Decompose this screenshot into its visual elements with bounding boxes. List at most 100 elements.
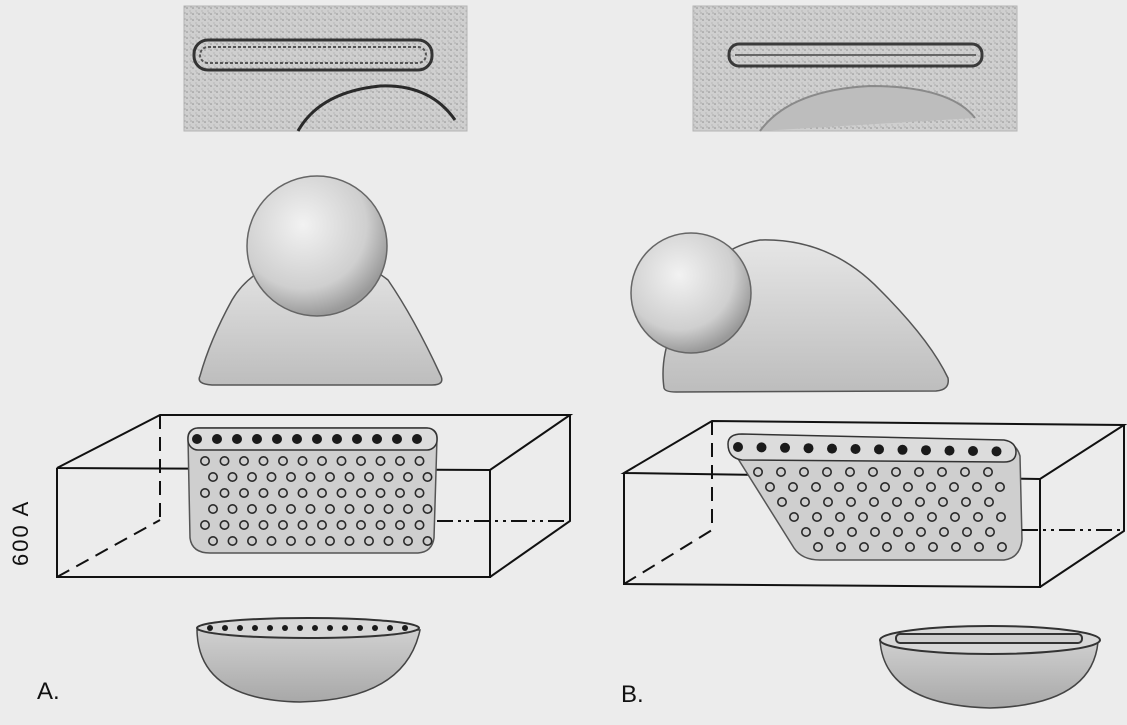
pore-dot [306,473,314,481]
pore-dot [248,537,256,545]
pore-dot [259,521,267,529]
panel-a-label: A. [37,680,60,704]
pore-dot [248,505,256,513]
pore-dot [404,537,412,545]
pore-dot [201,489,209,497]
pore-dot [423,537,431,545]
pore-dot [963,528,971,536]
pore-dot [404,473,412,481]
micrograph-b [693,6,1017,131]
pore-dot [893,498,901,506]
pore-dot [298,489,306,497]
pore-dot [917,528,925,536]
sphere-a [247,176,387,316]
pore-dot [874,444,884,454]
pore-dot [766,483,774,491]
pore-dot [824,498,832,506]
pore-dot [312,434,322,444]
pore-dot [904,483,912,491]
pore-dot [968,446,978,456]
pore-dot [846,468,854,476]
pore-dot [973,483,981,491]
pore-dot [813,513,821,521]
pore-dot [996,483,1004,491]
pore-dot [212,434,222,444]
pore-dot [780,443,790,453]
pore-dot [220,521,228,529]
micrograph-a [184,6,467,131]
pore-dot [945,446,955,456]
pore-dot [986,528,994,536]
pore-dot [345,473,353,481]
pore-dot [365,537,373,545]
pore-dot [279,457,287,465]
rim-dot [207,625,213,631]
pore-dot [812,483,820,491]
pore-dot [939,498,947,506]
pore-dot [287,473,295,481]
pore-dot [267,505,275,513]
pore-dot [916,498,924,506]
pore-dot [326,537,334,545]
pore-dot [240,489,248,497]
pore-dot [209,505,217,513]
pore-dot [940,528,948,536]
pore-dot [915,468,923,476]
pore-dot [345,505,353,513]
rim-dot [312,625,318,631]
pore-dot [790,513,798,521]
pore-dot [851,444,861,454]
pore-dot [396,521,404,529]
panel-b [624,6,1124,708]
pore-dot [365,473,373,481]
pore-dot [287,537,295,545]
pore-dot [357,521,365,529]
pore-dot [298,521,306,529]
pore-dot [396,489,404,497]
pore-dot [860,543,868,551]
pore-dot [259,457,267,465]
pore-dot [345,537,353,545]
bowl-slot-b [896,634,1082,643]
rim-dot [222,625,228,631]
pore-dot [804,443,814,453]
pore-dot [332,434,342,444]
pore-dot [847,498,855,506]
pore-dot [754,468,762,476]
rim-dot [387,625,393,631]
pore-dot [357,489,365,497]
pore-dot [974,513,982,521]
pore-dot [883,543,891,551]
pore-dot [337,457,345,465]
pore-dot [894,528,902,536]
scale-label: 600 A [10,500,32,566]
pore-dot [905,513,913,521]
pore-dot [962,498,970,506]
pore-dot [928,513,936,521]
pore-dot [201,457,209,465]
bowl-b [880,626,1100,708]
pore-dot [951,513,959,521]
pore-dot [279,489,287,497]
rim-dot [357,625,363,631]
pore-dot [240,521,248,529]
pore-dot [882,513,890,521]
pore-dot [929,543,937,551]
rim-dot [342,625,348,631]
pore-dot [778,498,786,506]
rim-dot [372,625,378,631]
pore-dot [836,513,844,521]
pore-dot [869,468,877,476]
pore-dot [318,489,326,497]
perforated-slab-b [728,434,1022,560]
pore-dot [209,537,217,545]
pore-dot [352,434,362,444]
pore-dot [396,457,404,465]
pore-dot [827,444,837,454]
pore-dot [927,483,935,491]
pore-dot [384,473,392,481]
pore-dot [992,446,1002,456]
pore-dot [326,473,334,481]
pore-dot [259,489,267,497]
